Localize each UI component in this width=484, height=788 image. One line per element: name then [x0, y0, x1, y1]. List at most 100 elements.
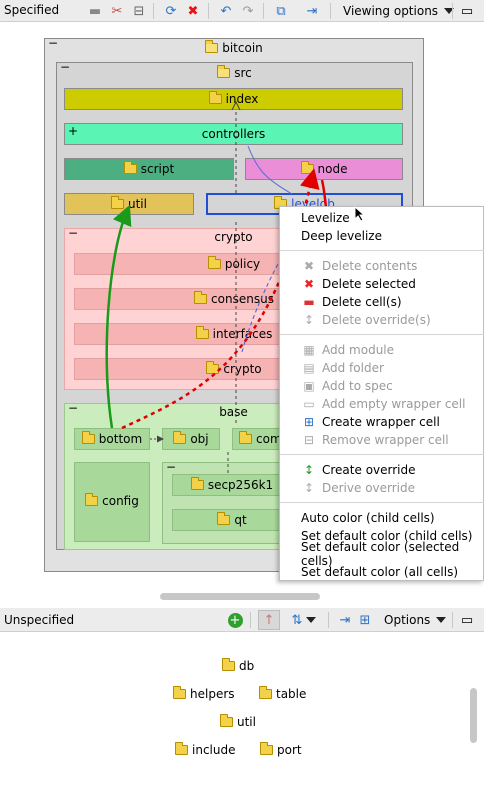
collapse-toggle[interactable]: − [48, 36, 59, 50]
horizontal-scrollbar[interactable] [160, 593, 320, 600]
expand-all-icon[interactable]: ⊞ [359, 612, 371, 628]
item-helpers[interactable]: helpers [173, 686, 235, 701]
arrowhead-index [231, 100, 241, 111]
unspecified-title: Unspecified [4, 613, 75, 627]
unspecified-panel: db helpers table util include port [0, 632, 484, 788]
cell-label: node [317, 162, 348, 176]
folder-icon [175, 742, 188, 755]
toolbar-separator [153, 3, 154, 19]
arrow-controllers-leveldb [247, 145, 293, 195]
menu-label: Delete override(s) [322, 313, 431, 327]
menu-add-to-spec[interactable]: ▣Add to spec [280, 377, 484, 395]
cell-script[interactable]: script [64, 158, 234, 180]
menu-label: Levelize [301, 211, 350, 225]
folder-icon [260, 742, 273, 755]
menu-delete-cells[interactable]: ▬Delete cell(s) [280, 293, 484, 311]
item-table[interactable]: table [259, 686, 306, 701]
item-port[interactable]: port [260, 742, 302, 757]
create-wrapper-icon: ⊞ [303, 415, 315, 429]
item-db[interactable]: db [222, 658, 254, 673]
menu-delete-selected[interactable]: ✖Delete selected [280, 275, 484, 293]
menu-label: Create wrapper cell [322, 415, 440, 429]
menu-levelize[interactable]: Levelize [280, 209, 484, 227]
menu-add-folder[interactable]: ▤Add folder [280, 359, 484, 377]
folder-icon [220, 714, 233, 727]
refresh-icon[interactable]: ⟳ [165, 3, 177, 19]
arrow-bottom-util [105, 204, 132, 429]
menu-label: Set default color (all cells) [301, 565, 459, 579]
viewing-options-dropdown[interactable]: Viewing options [337, 1, 460, 21]
item-label: port [277, 743, 302, 757]
chevron-down-icon [436, 617, 447, 623]
folder-icon [173, 431, 187, 444]
cell-label: secp256k1 [207, 478, 274, 492]
item-label: helpers [190, 687, 235, 701]
mouse-cursor-icon [354, 206, 366, 222]
menu-create-wrapper[interactable]: ⊞ Create wrapper cell [280, 413, 484, 431]
arrow-bottom-node [121, 168, 320, 430]
folder-icon [222, 658, 235, 671]
vertical-scrollbar[interactable] [470, 688, 477, 743]
collapse-toggle[interactable]: − [60, 60, 71, 74]
redo-icon[interactable]: ↷ [242, 3, 254, 19]
menu-separator [280, 454, 484, 455]
cell-qt[interactable]: qt [172, 509, 292, 531]
menu-label: Delete contents [322, 259, 418, 273]
copy-icon[interactable]: ⧉ [276, 3, 286, 19]
collapse-toggle[interactable]: − [68, 401, 79, 415]
cell-secp256k1[interactable]: secp256k1 [172, 474, 292, 496]
cell-label: qt [234, 513, 247, 527]
add-module-icon: ▦ [303, 343, 315, 357]
add-folder-icon: ▤ [303, 361, 315, 375]
menu-create-override[interactable]: ↕Create override [280, 461, 484, 479]
menu-default-color-child[interactable]: Set default color (child cells) [280, 527, 484, 545]
collapse-toggle[interactable]: − [68, 226, 79, 240]
menu-delete-contents[interactable]: ✖Delete contents [280, 257, 484, 275]
menu-add-module[interactable]: ▦ Add module [280, 341, 484, 359]
toolbar-separator [208, 3, 209, 19]
add-icon[interactable]: + [226, 611, 244, 629]
menu-default-color-all[interactable]: Set default color (all cells) [280, 563, 484, 581]
menu-label: Deep levelize [301, 229, 382, 243]
cell-label: base [219, 405, 248, 419]
diagram-canvas[interactable]: − bitcoin − src index + controllers scri… [0, 22, 484, 602]
maximize-icon[interactable]: ▭ [460, 3, 474, 19]
undo-icon[interactable]: ↶ [220, 3, 232, 19]
item-util[interactable]: util [220, 714, 256, 729]
menu-deep-levelize[interactable]: Deep levelize [280, 227, 484, 245]
item-label: include [192, 743, 236, 757]
cell-controllers[interactable]: + controllers [64, 123, 403, 145]
menu-add-empty-wrapper[interactable]: ▭Add empty wrapper cell [280, 395, 484, 413]
export-icon[interactable]: ⇥ [339, 612, 351, 628]
cell-config[interactable]: config [74, 462, 150, 542]
item-include[interactable]: include [175, 742, 236, 757]
sort-options-dropdown[interactable]: ⇅ [286, 611, 322, 629]
cell-bottom[interactable]: bottom [74, 428, 150, 450]
folder-icon [194, 291, 208, 304]
expand-toggle[interactable]: + [68, 124, 79, 138]
maximize-icon[interactable]: ▭ [460, 612, 474, 628]
cell-label: controllers [201, 127, 266, 141]
sort-up-icon[interactable]: ↑ [258, 610, 280, 630]
scissors-icon[interactable]: ✂ [111, 3, 123, 19]
viewing-options-label: Viewing options [343, 4, 439, 18]
menu-label: Derive override [322, 481, 416, 495]
export-icon[interactable]: ⇥ [306, 3, 318, 19]
menu-derive-override[interactable]: ↕Derive override [280, 479, 484, 497]
add-wrapper-icon: ▭ [303, 397, 315, 411]
menu-label: Auto color (child cells) [301, 511, 435, 525]
menu-label: Add module [322, 343, 395, 357]
menu-auto-color[interactable]: Auto color (child cells) [280, 509, 484, 527]
delete-icon[interactable]: ✖ [187, 3, 199, 19]
menu-remove-wrapper[interactable]: ⊟Remove wrapper cell [280, 431, 484, 449]
collapse-toggle[interactable]: − [166, 460, 177, 474]
options-dropdown[interactable]: Options [378, 610, 452, 630]
collapse-icon[interactable]: ⊟ [133, 3, 145, 19]
menu-label: Delete selected [322, 277, 416, 291]
menu-label: Set default color (selected cells) [301, 540, 460, 568]
cell-util[interactable]: util [64, 193, 194, 215]
add-cell-icon[interactable]: ▬ [88, 3, 102, 19]
cell-index[interactable]: index [64, 88, 403, 110]
menu-default-color-selected[interactable]: Set default color (selected cells) [280, 540, 484, 568]
menu-delete-overrides[interactable]: ↕Delete override(s) [280, 311, 484, 329]
